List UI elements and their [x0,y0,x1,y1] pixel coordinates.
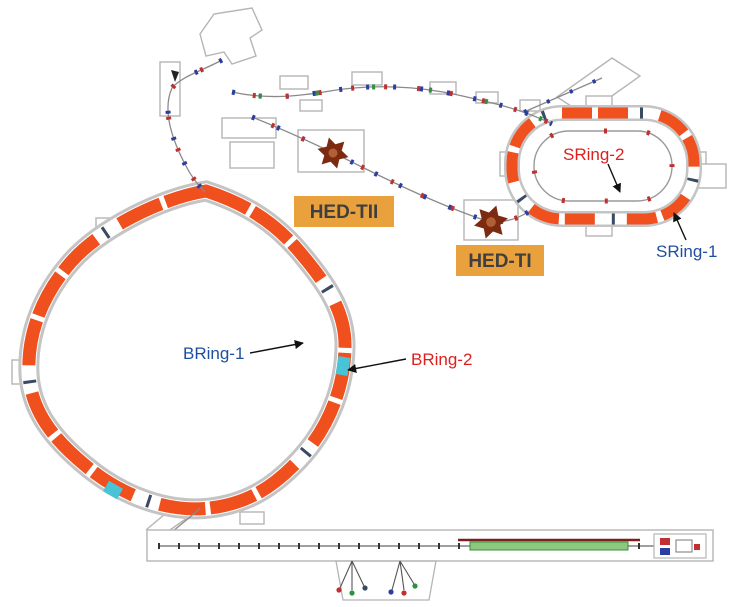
end-station-element [675,539,693,553]
shaft-marker [171,70,179,82]
beamline-injection [167,59,223,193]
sring-inner-line [533,130,673,202]
beamline-top-transfer-ticks-blue [231,84,554,127]
sring-inner-ticks [531,128,675,204]
branch-endpoint [412,583,418,589]
bring-cyan-magnet [335,356,351,376]
sring-tunnel-wall [504,105,702,227]
building-outline [351,71,383,86]
bring-1-arrow [249,340,304,354]
sring-tunnel-inner [506,107,700,225]
building-outline [229,141,275,169]
hed-tii-label-box [294,196,394,227]
beamlines [161,57,603,543]
beamline-top-transfer-ticks-red [231,84,554,127]
beamline-spur [523,77,603,113]
end-station-element [660,538,670,545]
building-outline [199,7,263,65]
bring-1-label: BRing-1 [183,344,244,363]
sring-2-arrow [607,163,621,193]
branch-endpoint [336,587,342,593]
branch-endpoint [349,590,355,596]
bring-2-label: BRing-2 [411,350,472,369]
hed-tii-label: HED-TII [310,202,379,223]
sring-1-label: SRing-1 [656,242,717,261]
end-station-element [660,548,670,555]
sring-dipole-magnets [506,107,700,225]
branch-lines [339,560,365,590]
building-outline [221,117,277,139]
building-outline [299,99,323,112]
building-outline [279,75,309,90]
building-outline [239,511,265,525]
branch-endpoint [388,589,394,595]
labels: HED-TII HED-TI SRing-2 SRing-1 BRing-1 B… [183,145,717,373]
hed-ti-label: HED-TI [468,251,531,272]
branch-lines [391,560,415,591]
sring-1-arrow [673,212,687,241]
bring-2-arrow [347,358,407,373]
branch-endpoint [362,585,368,591]
sring [504,105,702,227]
beamline-top-transfer-ticks-green [231,84,554,127]
bottom-corridor [146,529,714,601]
branch-endpoint [401,590,407,596]
building-outline [159,61,181,117]
beamline-hed-ticks-red [251,114,532,224]
hed-ti-label-box [456,245,544,276]
bring-cyan-magnet [103,480,123,500]
sring-2-label: SRing-2 [563,145,624,164]
end-station-element [694,544,700,550]
beamline-top-transfer [231,86,553,125]
corridor-green-strip [469,541,629,551]
sring-quad-magnets [506,107,700,225]
building-outline [697,163,727,189]
